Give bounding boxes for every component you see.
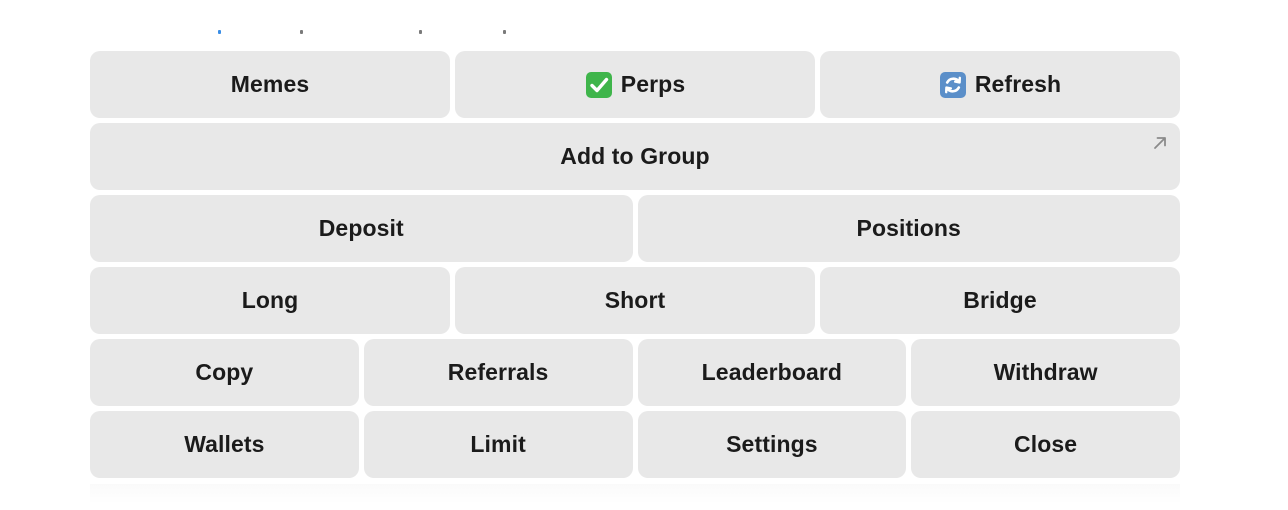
keyboard-row-6: Wallets Limit Settings Close xyxy=(90,411,1180,478)
refresh-button-label: Refresh xyxy=(974,71,1062,97)
keyboard-row-5: Copy Referrals Leaderboard Withdraw xyxy=(90,339,1180,406)
bridge-button-label: Bridge xyxy=(963,287,1037,313)
copy-button-label: Copy xyxy=(195,359,254,385)
cut-off-message-edge xyxy=(90,0,1180,40)
add-to-group-button-label: Add to Group xyxy=(560,143,710,169)
keyboard-row-1: Memes Perps xyxy=(90,51,1180,118)
leaderboard-button[interactable]: Leaderboard xyxy=(637,339,907,406)
limit-button[interactable]: Limit xyxy=(363,411,633,478)
memes-button[interactable]: Memes xyxy=(90,51,450,118)
inline-keyboard: Memes Perps xyxy=(90,51,1180,478)
deposit-button-label: Deposit xyxy=(318,215,404,241)
limit-button-label: Limit xyxy=(470,431,526,457)
cut-off-glyph xyxy=(419,30,422,34)
long-button-label: Long xyxy=(241,287,299,313)
positions-button[interactable]: Positions xyxy=(637,195,1180,262)
counterclockwise-arrows-icon xyxy=(939,71,967,99)
copy-button[interactable]: Copy xyxy=(90,339,359,406)
perps-button-label: Perps xyxy=(620,71,686,97)
short-button-label: Short xyxy=(604,287,666,313)
leaderboard-button-label: Leaderboard xyxy=(701,359,843,385)
bottom-edge-shadow xyxy=(90,484,1180,504)
referrals-button[interactable]: Referrals xyxy=(363,339,633,406)
positions-button-label: Positions xyxy=(856,215,961,241)
long-button[interactable]: Long xyxy=(90,267,450,334)
settings-button-label: Settings xyxy=(726,431,818,457)
short-button[interactable]: Short xyxy=(455,267,815,334)
add-to-group-button[interactable]: Add to Group xyxy=(90,123,1180,190)
close-button-label: Close xyxy=(1014,431,1078,457)
bridge-button[interactable]: Bridge xyxy=(820,267,1180,334)
refresh-button[interactable]: Refresh xyxy=(820,51,1180,118)
check-mark-button-icon xyxy=(585,71,613,99)
withdraw-button[interactable]: Withdraw xyxy=(911,339,1180,406)
settings-button[interactable]: Settings xyxy=(637,411,907,478)
cut-off-glyph xyxy=(218,30,221,34)
deposit-button[interactable]: Deposit xyxy=(90,195,633,262)
withdraw-button-label: Withdraw xyxy=(993,359,1098,385)
close-button[interactable]: Close xyxy=(911,411,1180,478)
arrow-up-right-icon xyxy=(1150,132,1170,152)
memes-button-label: Memes xyxy=(230,71,310,97)
cut-off-glyph xyxy=(503,30,506,34)
keyboard-row-4: Long Short Bridge xyxy=(90,267,1180,334)
wallets-button[interactable]: Wallets xyxy=(90,411,359,478)
keyboard-row-2: Add to Group xyxy=(90,123,1180,190)
referrals-button-label: Referrals xyxy=(447,359,549,385)
wallets-button-label: Wallets xyxy=(184,431,265,457)
perps-button[interactable]: Perps xyxy=(455,51,815,118)
keyboard-row-3: Deposit Positions xyxy=(90,195,1180,262)
cut-off-glyph xyxy=(300,30,303,34)
